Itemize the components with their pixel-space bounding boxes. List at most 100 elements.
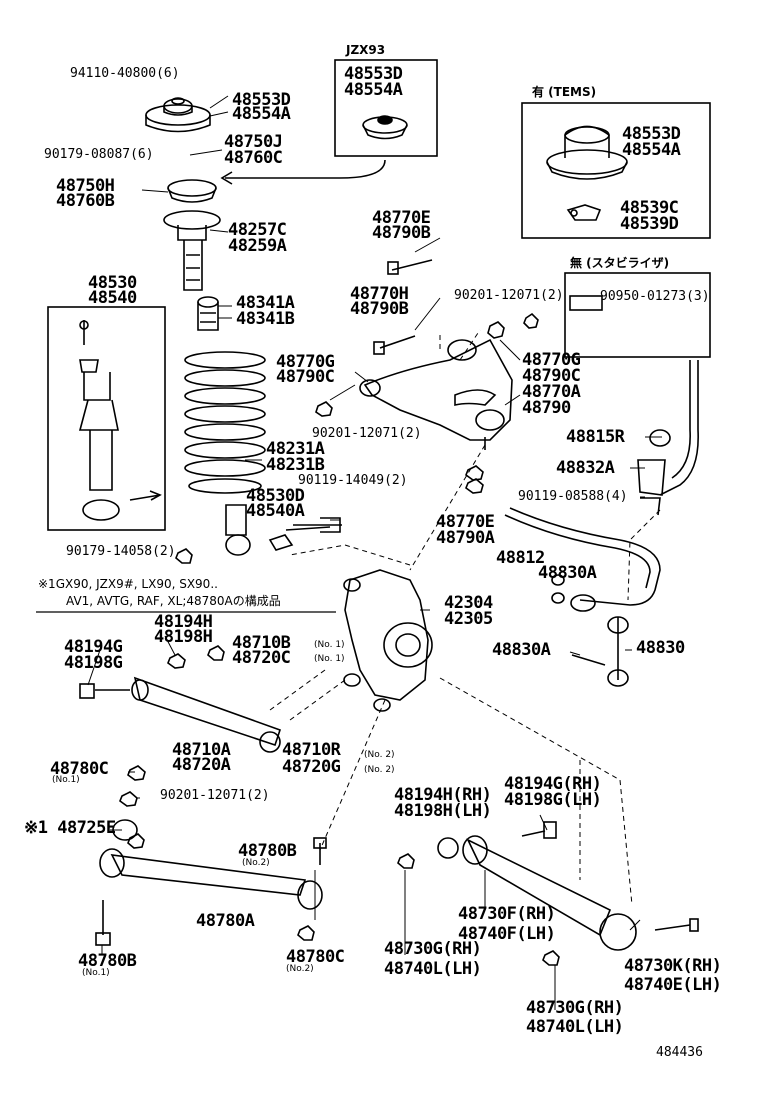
label-48194G-rh: 48194G(RH) [504, 774, 602, 794]
strut-upper-parts [163, 179, 221, 331]
label-48554A: 48554A [232, 104, 291, 124]
note-no2-b: (No. 2) [364, 765, 395, 775]
label-48194G: 48194G [64, 637, 123, 657]
label-48553D-jzx: 48553D [344, 64, 403, 84]
label-48790A: 48790A [436, 528, 495, 548]
label-48730G-rh-1: 48730G(RH) [384, 939, 482, 959]
label-48257C: 48257C [228, 220, 287, 240]
header-tems: 有 (TEMS) [532, 85, 597, 99]
tems-box [521, 102, 711, 239]
label-48710B: 48710B [232, 633, 291, 653]
bolts [79, 259, 699, 946]
label-48770G-right: 48770G [522, 350, 581, 370]
label-90201-12071-c: 90201-12071(2) [160, 788, 270, 803]
label-48539D: 48539D [620, 214, 679, 234]
label-48770A: 48770A [522, 382, 581, 402]
label-48770E-2: 48770E [436, 512, 495, 532]
label-48790C-right: 48790C [522, 366, 581, 386]
label-48780C-1: 48780C [50, 759, 109, 779]
label-48725E: ※1 48725E [24, 818, 116, 838]
note-no2-c: (No.2) [242, 858, 270, 868]
jzx93-mount-drawing [362, 115, 408, 140]
coil-spring-drawing [184, 351, 266, 494]
lower-arm-48710 [131, 676, 282, 753]
label-48740L-lh-1: 48740L(LH) [384, 959, 482, 979]
label-48790C-left: 48790C [276, 367, 335, 387]
label-48539C: 48539C [620, 198, 679, 218]
dashed-lines [269, 329, 661, 906]
label-48770E-1: 48770E [372, 208, 431, 228]
label-48740F-lh: 48740F(LH) [458, 924, 556, 944]
note-no1-a: (No. 1) [314, 640, 345, 650]
label-48830A-b: 48830A [492, 640, 551, 660]
arrow-line [225, 159, 386, 179]
label-48790B-2: 48790B [350, 299, 409, 319]
label-48730F-rh: 48730F(RH) [458, 904, 556, 924]
label-48790: 48790 [522, 398, 571, 418]
label-48780C-2: 48780C [286, 947, 345, 967]
label-48341A: 48341A [236, 293, 295, 313]
label-48554A-tems: 48554A [622, 140, 681, 160]
label-48198G-lh: 48198G(LH) [504, 790, 602, 810]
label-48720C: 48720C [232, 648, 291, 668]
label-42305: 42305 [444, 609, 493, 629]
label-48760B: 48760B [56, 191, 115, 211]
label-48710R: 48710R [282, 740, 341, 760]
label-42304: 42304 [444, 593, 493, 613]
label-48259A: 48259A [228, 236, 287, 256]
note-no2-a: (No. 2) [364, 750, 395, 760]
trailing-arm-48730 [437, 835, 637, 951]
label-90950-01273: 90950-01273(3) [600, 289, 710, 304]
shock-absorber-drawing [78, 320, 162, 521]
note-no1-c: (No.1) [52, 775, 80, 785]
nuts [119, 312, 560, 966]
label-48780A: 48780A [196, 911, 255, 931]
label-48780B-1: 48780B [78, 951, 137, 971]
label-48730K-rh: 48730K(RH) [624, 956, 722, 976]
note-no1-d: (No.1) [82, 968, 110, 978]
label-48231A: 48231A [266, 439, 325, 459]
label-48790B-1: 48790B [372, 223, 431, 243]
label-48812: 48812 [496, 548, 545, 568]
stabilizer-bar-drawing [504, 295, 699, 687]
label-48830A: 48830A [538, 563, 597, 583]
label-48780B-2: 48780B [238, 841, 297, 861]
label-48530D: 48530D [246, 486, 305, 506]
label-48740L-lh-2: 48740L(LH) [526, 1017, 624, 1037]
tems-mount-drawing [546, 125, 628, 221]
label-48198G: 48198G [64, 653, 123, 673]
header-no-stabilizer: 無 (スタビライザ) [570, 256, 670, 270]
label-48540: 48540 [88, 288, 137, 308]
jzx93-box [334, 59, 438, 157]
label-48760C: 48760C [224, 148, 283, 168]
label-48540A: 48540A [246, 501, 305, 521]
arrow-head [220, 171, 233, 185]
label-90201-12071-a: 90201-12071(2) [454, 288, 564, 303]
note-line-1: ※1GX90, JZX9#, LX90, SX90.. [38, 577, 218, 591]
note-underline [36, 611, 336, 613]
no-stabilizer-box [564, 272, 711, 358]
leader-lines [87, 95, 662, 1010]
label-48554A-jzx: 48554A [344, 80, 403, 100]
lower-arm-48780A [99, 819, 323, 910]
label-48553D: 48553D [232, 90, 291, 110]
label-48830: 48830 [636, 638, 685, 658]
label-48720G: 48720G [282, 757, 341, 777]
label-48341B: 48341B [236, 309, 295, 329]
label-90119-08588: 90119-08588(4) [518, 489, 628, 504]
label-48770H: 48770H [350, 284, 409, 304]
label-94110: 94110-40800(6) [70, 66, 180, 81]
label-48832A: 48832A [556, 458, 615, 478]
label-48530: 48530 [88, 273, 137, 293]
note-no2-d: (No.2) [286, 964, 314, 974]
diagram-id: 484436 [656, 1045, 703, 1060]
label-48710A: 48710A [172, 740, 231, 760]
label-48194H: 48194H [154, 612, 213, 632]
label-48815R: 48815R [566, 427, 625, 447]
label-90119-14049: 90119-14049(2) [298, 473, 408, 488]
knuckle-drawing [343, 569, 433, 712]
label-48198H-lh: 48198H(LH) [394, 801, 492, 821]
label-48750J: 48750J [224, 132, 283, 152]
